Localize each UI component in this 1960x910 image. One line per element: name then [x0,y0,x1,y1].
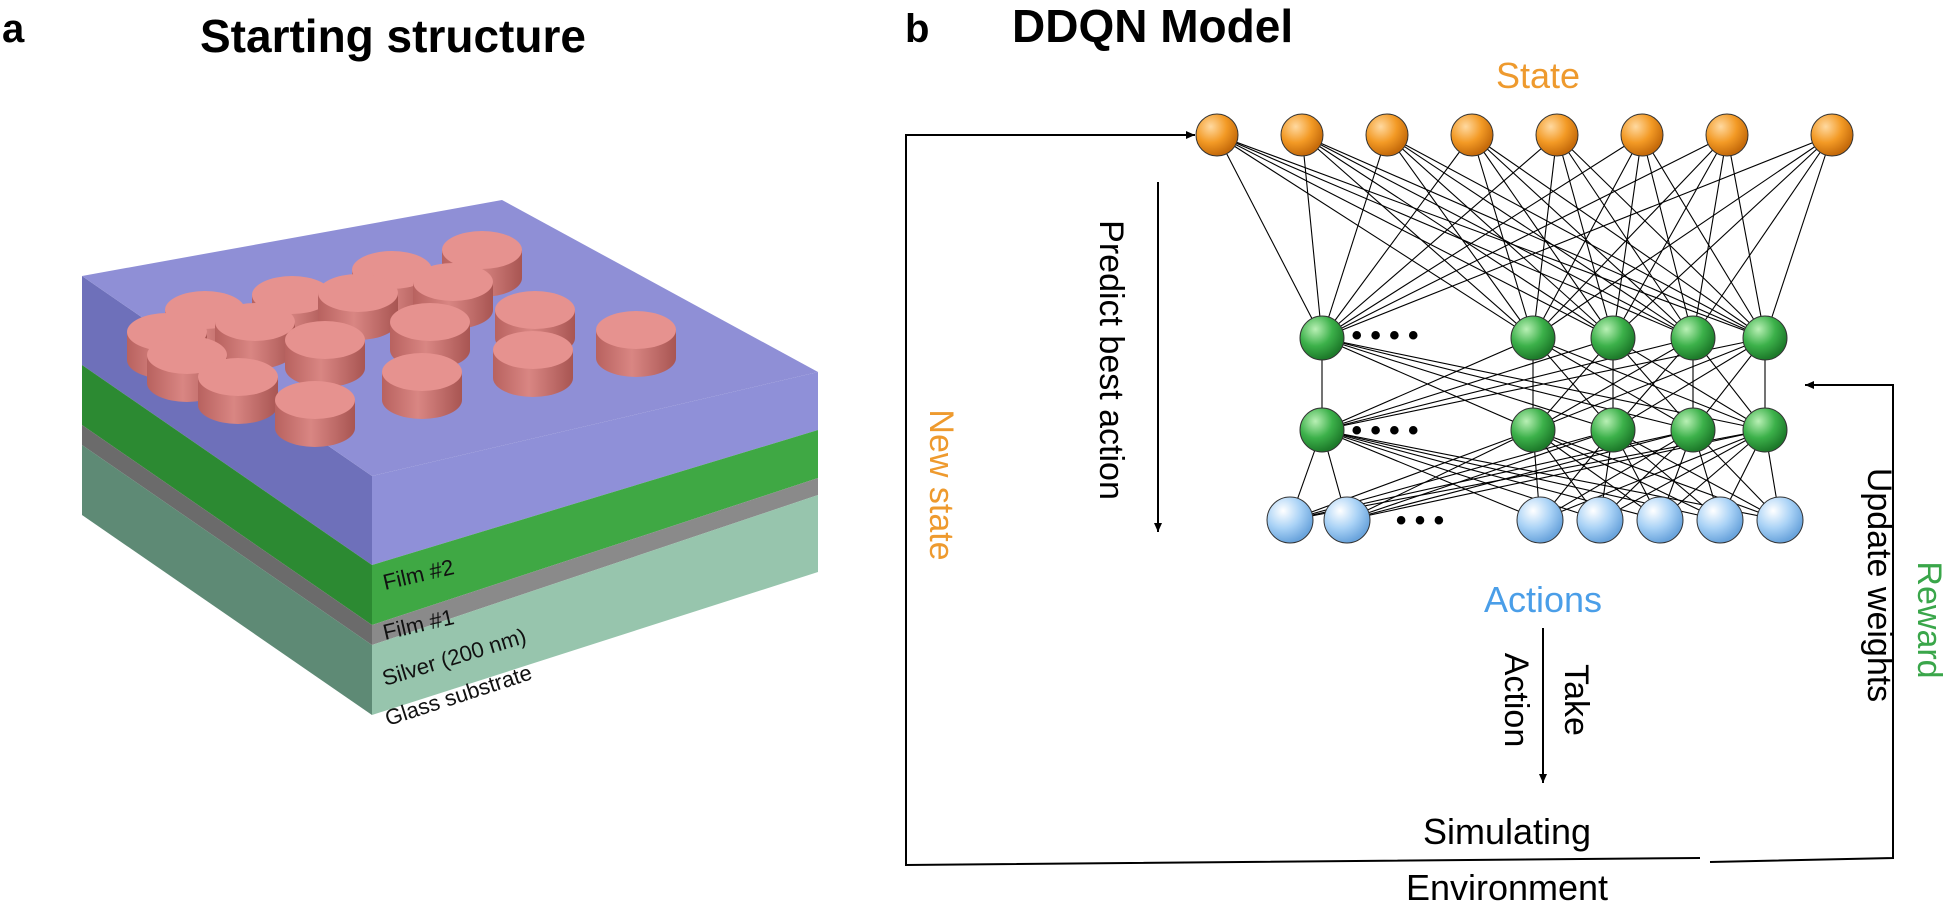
film2-right-face [372,372,818,565]
actions-label: Actions [1484,579,1602,620]
film1-left-face [82,365,372,625]
glass-right-face [372,495,818,715]
new-state-label: New state [922,409,960,560]
panel-a: a Starting structure Film #2 Film #1 Sil… [2,7,818,731]
hidden-node [1299,407,1345,453]
state-label: State [1496,55,1580,96]
hidden-node [1299,315,1345,361]
glass-left-face [82,445,372,715]
new-state-loop-line [905,131,1701,867]
state-node [1365,113,1409,157]
state-node [1535,113,1579,157]
pillar [198,358,278,424]
reward-label: Reward [1910,561,1948,678]
layer-stack: Film #2 Film #1 Silver (200 nm) Glass su… [82,200,818,731]
state-node [1280,113,1324,157]
state-node [1705,113,1749,157]
hidden-ellipsis-1: • • • • [1351,319,1418,352]
pillar [382,353,462,419]
update-weights-loop-line [1709,381,1894,863]
action-ellipsis: • • • [1396,504,1444,537]
hidden-node [1510,407,1556,453]
film1-right-face [372,430,818,625]
action-node [1323,496,1371,544]
hidden-node [1742,407,1788,453]
env-line-2: Environment [1406,867,1608,908]
panel-b: b DDQN Model State • • • • • • • • • • •… [905,0,1948,908]
action-node [1636,496,1684,544]
hidden-node [1510,315,1556,361]
action-node [1516,496,1564,544]
action-label: Action [1497,653,1535,748]
action-node [1576,496,1624,544]
silver-right-face [372,478,818,645]
state-node [1450,113,1494,157]
take-label: Take [1557,664,1595,736]
predict-label: Predict best action [1092,220,1130,500]
update-weights-label: Update weights [1860,468,1898,702]
pillar [285,321,365,387]
hidden-node [1590,407,1636,453]
panel-b-title: DDQN Model [1012,0,1293,52]
state-node [1195,113,1239,157]
hidden-node [1670,407,1716,453]
state-node [1620,113,1664,157]
pillar [493,331,573,397]
pillar-array [127,231,676,447]
hidden-ellipsis-2: • • • • [1351,414,1418,447]
action-node [1266,496,1314,544]
silver-left-face [82,425,372,645]
panel-a-letter: a [2,7,25,51]
network-nodes [1195,113,1854,544]
pillar [275,381,355,447]
pillar [215,303,295,369]
hidden-node [1742,315,1788,361]
hidden-node [1670,315,1716,361]
env-line-1: Simulating [1423,811,1591,852]
action-node [1756,496,1804,544]
state-node [1810,113,1854,157]
hidden-node [1590,315,1636,361]
action-node [1696,496,1744,544]
panel-a-title: Starting structure [200,10,586,62]
panel-b-letter: b [905,7,929,51]
pillar [596,311,676,377]
